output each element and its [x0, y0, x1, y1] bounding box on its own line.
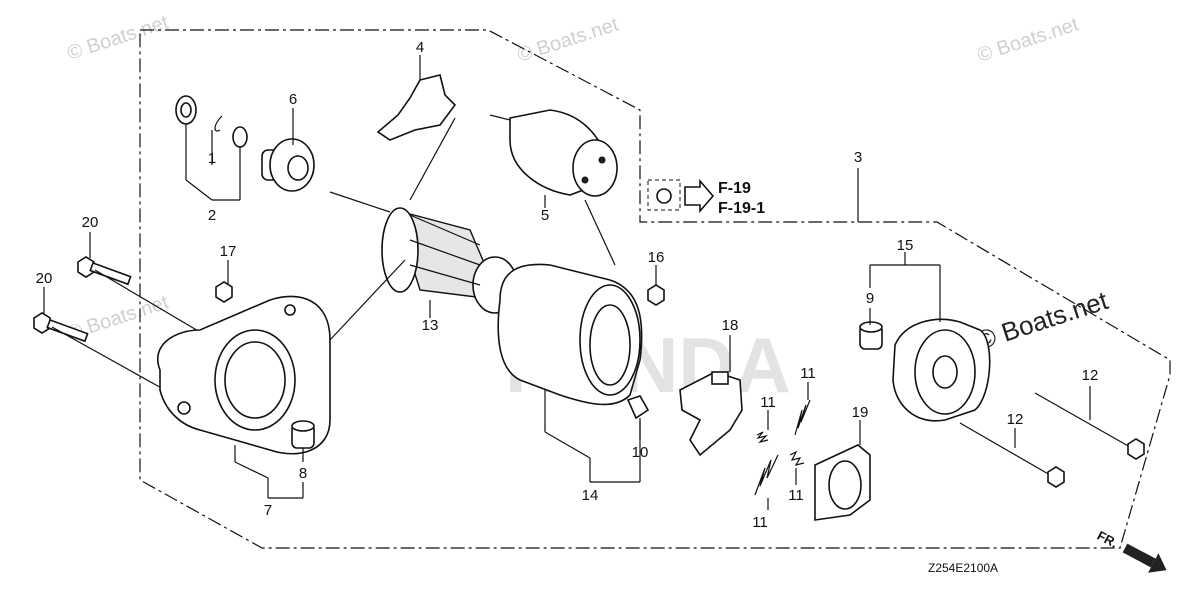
- spring-11b: [794, 399, 811, 436]
- callout-4[interactable]: 4: [416, 39, 424, 56]
- armature-13: [329, 191, 518, 314]
- circlip-2: [214, 115, 248, 148]
- bolt-20-lower: [33, 312, 166, 391]
- callout-12b[interactable]: 12: [1007, 411, 1024, 428]
- nut-16: [647, 284, 665, 306]
- callout-6[interactable]: 6: [289, 91, 297, 108]
- callout-11c[interactable]: 11: [788, 487, 804, 504]
- rear-cover-15: [892, 318, 991, 422]
- leader-lines: [43, 55, 1091, 510]
- spring-11c: [754, 454, 779, 496]
- callout-17[interactable]: 17: [220, 243, 237, 260]
- callout-5[interactable]: 5: [541, 207, 549, 224]
- callout-8[interactable]: 8: [299, 465, 307, 482]
- callout-13[interactable]: 13: [422, 317, 439, 334]
- bolt-20-upper: [77, 256, 201, 333]
- direction-label: FR.: [1095, 528, 1121, 551]
- shift-lever-4: [376, 74, 457, 141]
- callout-14[interactable]: 14: [582, 487, 599, 504]
- callout-16[interactable]: 16: [648, 249, 665, 266]
- ref-f19-text[interactable]: F-19: [718, 180, 751, 197]
- spring-11d: [789, 450, 805, 466]
- watermark-text: © Boats.net: [65, 11, 172, 64]
- bolt-12-lower: [959, 422, 1065, 488]
- terminal-10: [626, 395, 650, 420]
- direction-arrow: FR.: [1095, 528, 1167, 573]
- pinion-gear-6: [261, 138, 315, 192]
- callout-2[interactable]: 2: [208, 207, 216, 224]
- assembly-outline: [139, 29, 1171, 549]
- callout-11b[interactable]: 11: [760, 394, 776, 411]
- watermark-text: © Boats.net: [975, 13, 1082, 66]
- callout-9[interactable]: 9: [866, 290, 874, 307]
- washer-1: [175, 95, 197, 125]
- ref-f19-1-text[interactable]: F-19-1: [718, 200, 765, 217]
- watermark-text: © Boats.net: [515, 13, 622, 66]
- yoke-14: [497, 263, 643, 406]
- nut-17: [215, 281, 233, 303]
- diagram-code: Z254E2100A: [928, 561, 998, 575]
- watermark-text: © Boats.net: [973, 285, 1113, 356]
- callout-20a[interactable]: 20: [82, 214, 99, 231]
- callout-18[interactable]: 18: [722, 317, 739, 334]
- callout-11a[interactable]: 11: [800, 365, 816, 382]
- ref-f19: F-19 F-19-1: [647, 178, 765, 217]
- callout-11d[interactable]: 11: [752, 514, 768, 531]
- brush-holder-18: [679, 371, 743, 457]
- callout-10[interactable]: 10: [632, 444, 649, 461]
- callout-1[interactable]: 1: [208, 150, 216, 167]
- callout-19[interactable]: 19: [852, 404, 869, 421]
- solenoid-5: [489, 109, 618, 197]
- callout-12a[interactable]: 12: [1082, 367, 1099, 384]
- bolt-12-upper: [1034, 392, 1145, 460]
- spring-11a: [756, 431, 769, 444]
- bushing-9: [859, 321, 883, 350]
- callout-3[interactable]: 3: [854, 149, 862, 166]
- front-housing-7: [157, 295, 331, 455]
- plate-19: [814, 444, 871, 521]
- bushing-8: [291, 420, 315, 449]
- callout-20b[interactable]: 20: [36, 270, 53, 287]
- callout-7[interactable]: 7: [264, 502, 272, 519]
- callout-15[interactable]: 15: [897, 237, 914, 254]
